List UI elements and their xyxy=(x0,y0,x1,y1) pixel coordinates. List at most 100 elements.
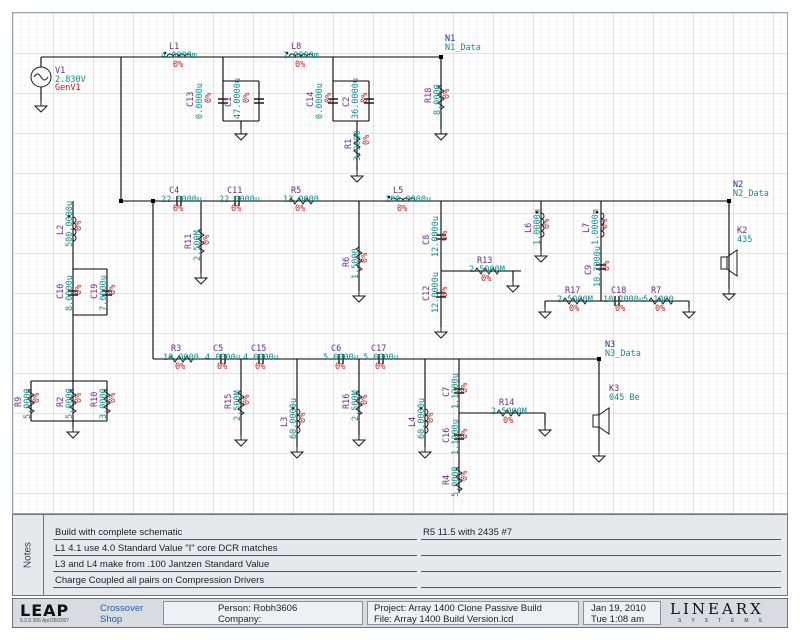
ref-C15: C15 xyxy=(251,344,266,354)
ref-L8: L8 xyxy=(291,42,301,52)
pct-L4: 0% xyxy=(426,413,436,423)
product-line1: Crossover xyxy=(100,603,144,614)
ref-C17: C17 xyxy=(371,344,386,354)
ground-symbol xyxy=(505,285,521,293)
resistor xyxy=(474,267,500,275)
capacitor xyxy=(378,354,384,364)
note-left-1[interactable]: Build with complete schematic xyxy=(55,527,183,538)
ground-symbol xyxy=(351,295,367,303)
ref-C6: C6 xyxy=(331,344,341,354)
ref-R17: R17 xyxy=(565,286,580,296)
pct-R16: 0% xyxy=(360,395,370,405)
value-R7: 5.1000 xyxy=(643,295,674,305)
resistor xyxy=(437,84,445,110)
inductor xyxy=(540,212,545,238)
note-rule xyxy=(53,587,417,588)
pct-C9: 0% xyxy=(602,261,612,271)
pct-L7: 0% xyxy=(600,219,610,229)
ref-R16: R16 xyxy=(342,394,352,409)
pct-C7: 0% xyxy=(460,383,470,393)
ref-C7: C7 xyxy=(442,387,452,397)
ref-L2: L2 xyxy=(56,225,66,235)
person-text: Person: Robh3606 xyxy=(218,603,298,614)
value-R16: 2.500M xyxy=(351,390,361,421)
ref-C1: C1 xyxy=(224,97,234,107)
note-left-4[interactable]: Charge Coupled all pairs on Compression … xyxy=(55,575,265,586)
capacitor xyxy=(176,196,182,206)
pct-R9: 0% xyxy=(32,393,42,403)
ref-R13: R13 xyxy=(477,256,492,266)
value-C14: 0.0000u xyxy=(315,83,325,119)
phase-dot xyxy=(285,51,289,55)
value-R3: 10.0000 xyxy=(163,353,199,363)
capacitor xyxy=(614,296,620,306)
phase-dot xyxy=(419,406,423,410)
resistor xyxy=(69,388,77,414)
ref-C14: C14 xyxy=(306,92,316,107)
resistor xyxy=(455,466,463,492)
note-rule xyxy=(53,571,417,572)
ground-symbol xyxy=(351,439,367,447)
value-R1: 3.9000 xyxy=(353,130,363,161)
ground-symbol xyxy=(33,105,49,113)
note-rule xyxy=(421,587,781,588)
node-label-N3: N3_Data xyxy=(605,349,641,359)
notes-tab-label: Notes xyxy=(22,541,34,569)
value-C2: 36.0000u xyxy=(351,78,361,119)
resistor xyxy=(197,228,205,254)
pct-L8: 0% xyxy=(295,60,305,70)
pct-R4: 0% xyxy=(460,471,470,481)
capacitor xyxy=(364,98,374,104)
note-left-3[interactable]: L3 and L4 make from .100 Jantzen Standar… xyxy=(55,559,270,570)
value-K3: 045 Be xyxy=(609,393,640,403)
inductor xyxy=(424,408,429,434)
ref-C18: C18 xyxy=(611,286,626,296)
notes-panel: Notes Build with complete schematic L1 4… xyxy=(12,514,788,596)
value-C7: 1.1200u xyxy=(451,373,461,409)
note-rule xyxy=(421,555,781,556)
capacitor xyxy=(234,196,240,206)
value-L6: 1.0000m xyxy=(533,209,543,245)
value-C9: 10.2000u xyxy=(593,246,603,287)
ground-symbol xyxy=(721,293,737,301)
value-C10: 8.0000u xyxy=(65,275,75,311)
ref-R9: R9 xyxy=(14,397,24,407)
capacitor xyxy=(436,292,446,298)
product-line2: Shop xyxy=(100,614,123,625)
note-left-2[interactable]: L1 4.1 use 4.0 Standard Value "I" core D… xyxy=(55,543,278,554)
resistor xyxy=(103,388,111,414)
ground-symbol xyxy=(233,439,249,447)
product-cell: Crossover Shop xyxy=(97,601,159,625)
pct-R2: 0% xyxy=(74,393,84,403)
capacitor xyxy=(220,354,226,364)
pct-C14: 0% xyxy=(324,93,334,103)
speaker-K2 xyxy=(726,249,738,277)
ref-K3: K3 xyxy=(609,384,619,394)
resistor xyxy=(353,132,361,158)
junction xyxy=(727,199,731,203)
note-right-1[interactable]: R5 11.5 with 2435 #7 xyxy=(423,527,513,538)
resistor xyxy=(168,355,194,363)
ground-symbol xyxy=(65,431,81,439)
capacitor xyxy=(258,354,264,364)
note-rule xyxy=(421,571,781,572)
note-rule xyxy=(53,555,417,556)
time-text: Tue 1:08 am xyxy=(591,614,644,625)
ref-C5: C5 xyxy=(213,344,223,354)
pct-R6: 0% xyxy=(360,253,370,263)
ref-R18: R18 xyxy=(424,88,434,103)
file-text: File: Array 1400 Build Version.lcd xyxy=(374,614,514,625)
ref-C13: C13 xyxy=(186,92,196,107)
ref-L4: L4 xyxy=(408,417,418,427)
source-wave xyxy=(33,73,49,81)
notes-tab[interactable]: Notes xyxy=(13,515,44,595)
value-R5: 12.0000 xyxy=(283,195,319,205)
pct-C5: 0% xyxy=(217,362,227,372)
value-C19: 7.0000u xyxy=(99,275,109,311)
ref-C10: C10 xyxy=(56,284,66,299)
value-R15: 2.500M xyxy=(233,390,243,421)
pct-C12: 0% xyxy=(440,287,450,297)
value-R9: 5.0000 xyxy=(23,388,33,419)
